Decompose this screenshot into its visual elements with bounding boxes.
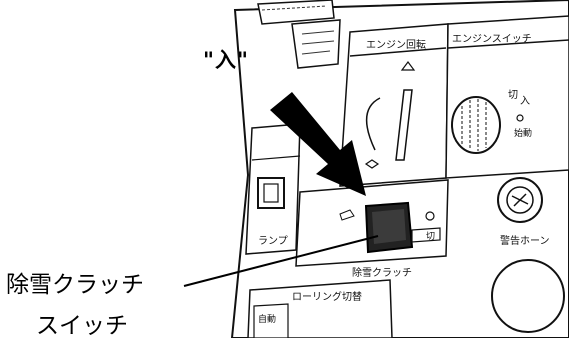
clutch-panel-label: 除雪クラッチ bbox=[352, 266, 412, 279]
horn-label: 警告ホーン bbox=[500, 234, 550, 247]
top-label-plate bbox=[257, 0, 341, 69]
rolling-section: ローリング切替 自動 bbox=[247, 279, 393, 339]
on-position-callout: "入" bbox=[203, 48, 249, 72]
ignition-key[interactable] bbox=[451, 96, 501, 154]
horn-section: 警告ホーン bbox=[491, 177, 565, 333]
rolling-switch-label: ローリング切替 bbox=[292, 290, 362, 303]
key-start-label: 始動 bbox=[514, 127, 532, 139]
engine-switch-section: エンジンスイッチ 切 入 始動 bbox=[445, 15, 569, 179]
clutch-off-label: 切 bbox=[426, 231, 435, 242]
lamp-label: ランプ bbox=[258, 235, 288, 247]
switch-label-line2: スイッチ bbox=[36, 313, 128, 339]
clutch-off-plate bbox=[411, 227, 441, 243]
pointer-arrow bbox=[270, 92, 366, 196]
lamp-section: ランプ bbox=[245, 123, 301, 255]
clutch-section: 切 除雪クラッチ bbox=[295, 179, 449, 279]
key-off-label: 切 bbox=[508, 89, 518, 101]
turtle-icon bbox=[364, 159, 380, 169]
engine-switch-label: エンジンスイッチ bbox=[452, 33, 532, 45]
auto-label: 自動 bbox=[258, 313, 276, 325]
switch-label-line1: 除雪クラッチ bbox=[6, 272, 144, 298]
rabbit-icon bbox=[400, 61, 416, 71]
leader-line bbox=[183, 235, 379, 287]
engine-speed-label: エンジン回転 bbox=[366, 39, 426, 51]
key-on-label: 入 bbox=[520, 96, 530, 107]
round-gauge bbox=[491, 259, 565, 333]
throttle-lever-slot[interactable] bbox=[395, 89, 413, 161]
